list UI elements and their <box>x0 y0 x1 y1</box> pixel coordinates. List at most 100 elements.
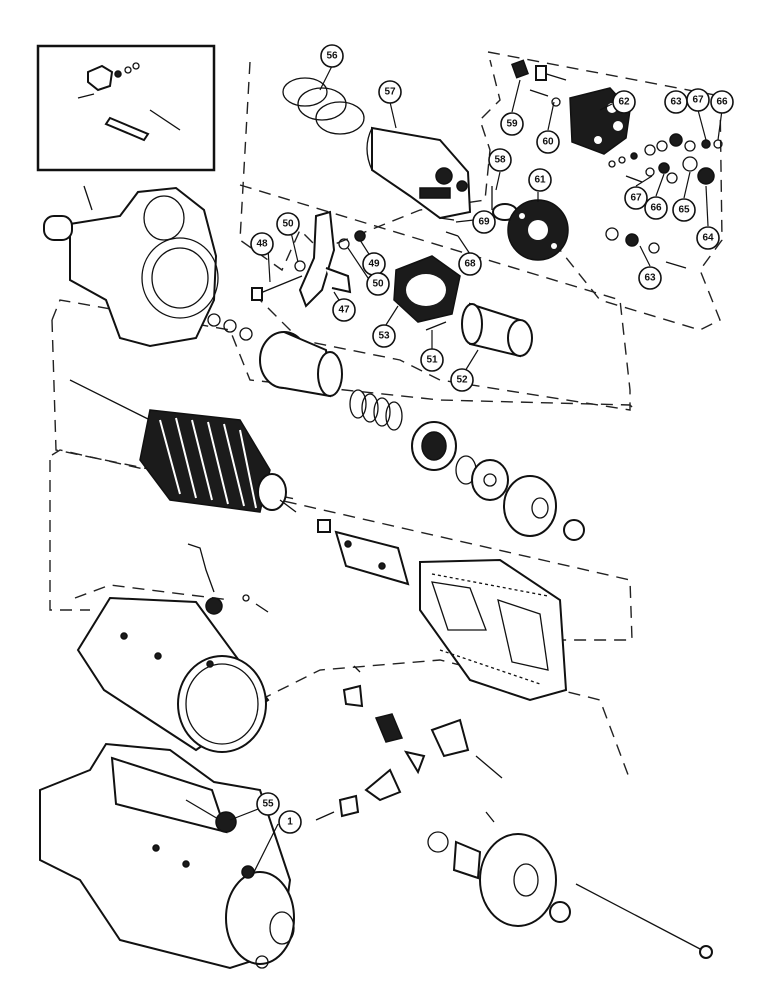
drive-clutch <box>207 313 343 398</box>
callout-55: 55 <box>256 792 280 816</box>
callout-label: 55 <box>262 799 274 810</box>
pin-51 <box>425 321 447 331</box>
callout-label: 57 <box>384 87 396 98</box>
callout-68: 68 <box>458 252 482 276</box>
shift-lever-47 <box>298 210 352 308</box>
callout-circle <box>472 210 496 234</box>
plunger-52 <box>461 302 533 358</box>
callout-label: 67 <box>692 95 704 106</box>
callout-65: 65 <box>672 198 696 222</box>
callout-circle <box>488 148 512 172</box>
assembled-starter <box>39 742 295 970</box>
callout-label: 53 <box>378 331 390 342</box>
callout-label: 62 <box>618 97 630 108</box>
callout-circle <box>644 196 668 220</box>
armature <box>69 379 297 513</box>
gasket-53 <box>393 255 461 323</box>
callout-circle <box>500 112 524 136</box>
callout-63: 63 <box>664 90 688 114</box>
callout-label: 67 <box>630 193 642 204</box>
terminal-bolts-59-60 <box>511 59 567 107</box>
callout-label: 58 <box>494 155 506 166</box>
pin-48 <box>251 275 303 301</box>
field-coils <box>419 558 568 702</box>
callout-circle <box>276 212 300 236</box>
terminal-hardware <box>605 133 723 269</box>
callout-label: 50 <box>372 279 384 290</box>
inset-box <box>36 44 216 172</box>
callout-circle <box>278 810 302 834</box>
callout-60: 60 <box>536 130 560 154</box>
callout-51: 51 <box>420 348 444 372</box>
callout-group: 56 57 59 60 62 63 67 66 58 61 69 68 67 66 65 64 63 48 50 49… <box>250 44 734 834</box>
callout-63: 63 <box>638 266 662 290</box>
snap-rings-56 <box>282 77 365 135</box>
callout-label: 68 <box>464 259 476 270</box>
callout-circle <box>624 186 648 210</box>
callout-circle <box>696 226 720 250</box>
callout-label: 61 <box>534 175 546 186</box>
callout-66: 66 <box>644 196 668 220</box>
callout-circle <box>686 88 710 112</box>
callout-label: 60 <box>542 137 554 148</box>
callout-circle <box>450 368 474 392</box>
callout-label: 49 <box>368 259 380 270</box>
callout-52: 52 <box>450 368 474 392</box>
brush-holders <box>315 665 503 821</box>
callout-circle <box>710 90 734 114</box>
callout-49: 49 <box>362 252 386 276</box>
callout-67: 67 <box>624 186 648 210</box>
callout-circle <box>638 266 662 290</box>
callout-circle <box>420 348 444 372</box>
callout-1: 1 <box>278 810 302 834</box>
callout-label: 64 <box>702 233 714 244</box>
callout-label: 1 <box>287 817 293 828</box>
callout-label: 66 <box>650 203 662 214</box>
callout-48: 48 <box>250 232 274 256</box>
callout-circle <box>256 792 280 816</box>
callout-label: 52 <box>456 375 468 386</box>
callout-53: 53 <box>372 324 396 348</box>
callout-label: 63 <box>644 273 656 284</box>
callout-62: 62 <box>612 90 636 114</box>
callout-circle <box>612 90 636 114</box>
callout-47: 47 <box>332 298 356 322</box>
callout-circle <box>332 298 356 322</box>
contact-disc-61 <box>507 199 569 261</box>
collar-and-washers <box>411 421 585 541</box>
callout-label: 66 <box>716 97 728 108</box>
callout-66: 66 <box>710 90 734 114</box>
callout-50: 50 <box>276 212 300 236</box>
callout-circle <box>372 324 396 348</box>
callout-56: 56 <box>320 44 344 68</box>
callout-circle <box>672 198 696 222</box>
dashed-group-lines <box>49 51 723 781</box>
pole-shoe <box>317 519 410 586</box>
screws-68-69 <box>439 217 459 237</box>
callout-label: 59 <box>506 119 518 130</box>
callout-circle <box>320 44 344 68</box>
callout-label: 65 <box>678 205 690 216</box>
callout-circle <box>378 80 402 104</box>
callout-57: 57 <box>378 80 402 104</box>
callout-circle <box>366 272 390 296</box>
spring <box>349 389 403 431</box>
callout-label: 51 <box>426 355 438 366</box>
callout-circle <box>458 252 482 276</box>
terminal-small-parts <box>187 543 269 615</box>
drive-housing <box>43 185 219 348</box>
callout-label: 56 <box>326 51 338 62</box>
field-frame <box>76 596 270 753</box>
callout-label: 63 <box>670 97 682 108</box>
callout-circle <box>250 232 274 256</box>
callout-circle <box>528 168 552 192</box>
callout-69: 69 <box>472 210 496 234</box>
callout-64: 64 <box>696 226 720 250</box>
callout-label: 48 <box>256 239 268 250</box>
commutator-end-frame <box>427 811 713 959</box>
callout-circle <box>536 130 560 154</box>
callout-label: 47 <box>338 305 350 316</box>
callout-50: 50 <box>366 272 390 296</box>
